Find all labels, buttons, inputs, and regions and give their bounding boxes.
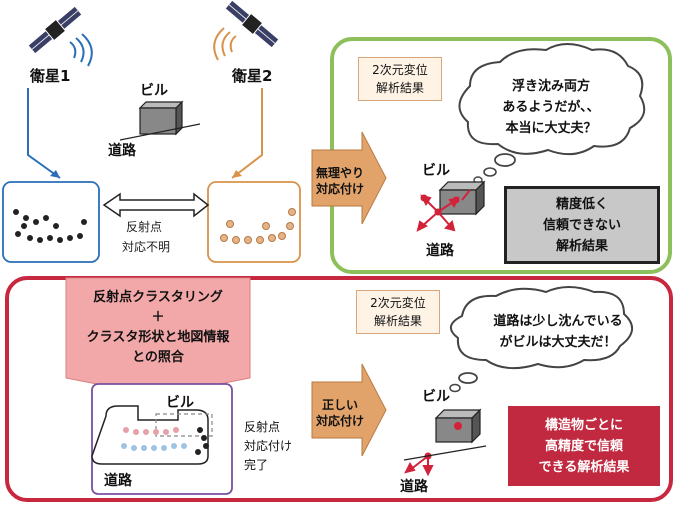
bottom-road-label: 道路 — [400, 479, 428, 495]
correct-match-arrow-label: 正しい 対応付け — [315, 398, 364, 428]
bottom-building-label: ビル — [422, 389, 450, 405]
satellite-2-icon — [225, 0, 279, 48]
top-thought-bubble-text: 浮き沈み両方 あるようだが、、 本当に大丈夫？ — [502, 78, 600, 136]
satellite-1-icon — [28, 6, 82, 54]
top-analysis-title: 2次元変位 解析結果 — [358, 57, 442, 101]
road-label: 道路 — [108, 143, 136, 159]
building-icon-center — [138, 100, 184, 136]
top-result-box: 精度低く 信頼できない 解析結果 — [504, 186, 660, 264]
bottom-result-box: 構造物ごとに 高精度で信頼 できる解析結果 — [508, 406, 660, 486]
correspondence-line1: 反射点 — [126, 220, 163, 234]
clustering-method-box: 反射点クラスタリング ＋ クラスタ形状と地図情報 との照合 — [86, 290, 230, 365]
bottom-thought-bubble-text: 道路は少し沈んでいる がビルは大丈夫だ！ — [493, 314, 623, 350]
map-road-label: 道路 — [104, 473, 132, 489]
matching-complete-label: 反射点 対応付け 完了 — [244, 419, 293, 472]
top-road-label: 道路 — [426, 243, 454, 259]
satellite-2-label: 衛星2 — [232, 67, 273, 85]
top-building-label: ビル — [422, 163, 450, 179]
building-icon-top-result — [438, 180, 486, 216]
correspondence-line2: 対応不明 — [122, 240, 171, 254]
building-label: ビル — [140, 83, 168, 99]
bottom-analysis-title: 2次元変位 解析結果 — [356, 290, 440, 334]
satellite-1-label: 衛星1 — [30, 67, 71, 85]
map-building-label: ビル — [166, 395, 194, 411]
forced-match-arrow-label: 無理やり 対応付け — [315, 166, 364, 196]
building-icon-bottom-result — [434, 408, 482, 444]
